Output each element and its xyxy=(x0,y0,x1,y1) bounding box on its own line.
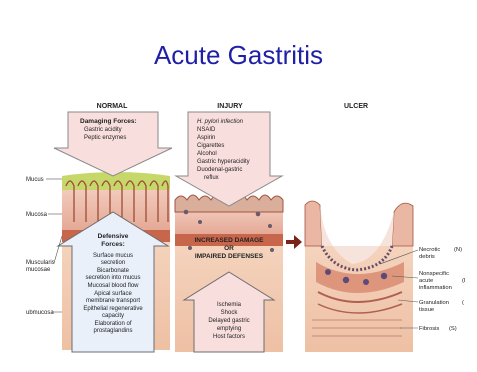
injury-defense-item: Delayed gastric xyxy=(208,318,249,324)
ulcer-label-granulation-2: tissue xyxy=(419,307,434,313)
ulcer-label-nonspecific-code: (I xyxy=(462,278,466,284)
normal-heading: NORMAL xyxy=(97,103,128,110)
injury-heading: INJURY xyxy=(217,103,243,110)
defensive-item: Surface mucus xyxy=(93,253,133,259)
injury-damaging-item: NSAID xyxy=(197,127,216,133)
defensive-item: Elaboration of xyxy=(94,321,131,327)
defensive-item: membrane transport xyxy=(86,298,140,304)
ulcer-label-nonspecific: Nonspecific xyxy=(419,271,449,277)
injury-damaging-item: Cigarettes xyxy=(197,143,224,149)
injury-defense-item: Ischemia xyxy=(217,302,242,308)
ulcer-label-granulation: Granulation xyxy=(419,300,449,306)
ulcer-label-fibrosis: Fibrosis xyxy=(419,326,439,332)
defensive-title-2: Forces: xyxy=(101,241,124,248)
damaging-item-1: Gastric acidity xyxy=(84,127,122,133)
damaging-forces-title: Damaging Forces: xyxy=(80,118,137,125)
injury-damaging-item: Alcohol xyxy=(197,151,217,157)
ulcer-label-nonspecific-2: acute xyxy=(419,278,433,284)
defensive-item: Bicarbonate xyxy=(97,268,130,274)
layer-label-muscularis-2: mucosae xyxy=(26,267,51,273)
defensive-item: Epithelial regenerative xyxy=(83,306,143,312)
injury-defense-item: Host factors xyxy=(213,334,245,340)
injury-defense-item: emptying xyxy=(217,326,241,332)
ulcer-label-necrotic: Necrotic xyxy=(419,247,440,253)
injury-damaging-item: Aspirin xyxy=(197,135,215,141)
injury-defense-item: Shock xyxy=(221,310,239,316)
injury-damaging-item: H. pylori infection xyxy=(197,119,244,125)
ulcer-label-necrotic-code: (N) xyxy=(454,247,462,253)
defensive-item: secretion xyxy=(101,260,125,266)
injury-damaging-item: Gastric hyperacidity xyxy=(197,159,250,165)
ulcer-heading: ULCER xyxy=(344,103,368,110)
injury-damaging-item: reflux xyxy=(204,175,219,181)
ulcer-label-fibrosis-code: (S) xyxy=(449,326,457,332)
defensive-item: prostaglandins xyxy=(93,328,132,334)
layer-label-mucus: Mucus xyxy=(26,177,44,183)
injury-center-label-1: INCREASED DAMAGE xyxy=(195,237,265,244)
defensive-title-1: Defensive xyxy=(98,233,129,240)
defensive-item: Apical surface xyxy=(94,291,132,297)
injury-center-label-2: OR xyxy=(224,245,234,252)
progression-arrow xyxy=(286,235,302,249)
defensive-item: capacity xyxy=(102,313,124,319)
injury-damaging-item: Duodenal-gastric xyxy=(197,167,242,173)
defensive-item: Mucosal blood flow xyxy=(87,283,139,289)
ulcer-label-nonspecific-3: inflammation xyxy=(419,285,452,291)
layer-label-muscularis-1: Muscularis xyxy=(26,260,55,266)
ulcer-label-necrotic-2: debris xyxy=(419,254,435,260)
injury-center-label-3: IMPAIRED DEFENSES xyxy=(195,253,264,260)
layer-label-submucosa: ubmucosa xyxy=(26,310,54,316)
defensive-item: secretion into mucus xyxy=(85,275,140,281)
damaging-item-2: Peptic enzymes xyxy=(84,135,126,141)
layer-label-mucosa: Mucosa xyxy=(26,212,48,218)
ulcer-label-granulation-code: ( xyxy=(462,300,464,306)
